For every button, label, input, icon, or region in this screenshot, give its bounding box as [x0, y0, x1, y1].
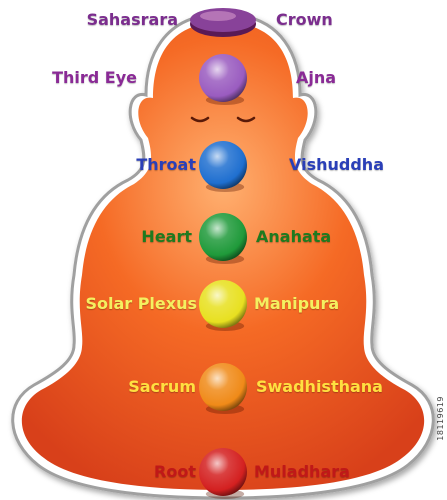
anahata-sanskrit-label: Heart [141, 227, 192, 246]
ajna-name-label: Ajna [296, 68, 337, 87]
swadhisthana-name-label: Swadhisthana [256, 377, 383, 396]
manipura-sanskrit-label: Solar Plexus [85, 294, 197, 313]
watermark-id: 18119619 [436, 396, 445, 441]
muladhara-chakra-sphere [199, 448, 247, 496]
muladhara-sanskrit-label: Root [154, 462, 196, 481]
anahata-name-label: Anahata [256, 227, 332, 246]
crown-chakra-disk [190, 8, 256, 37]
manipura-name-label: Manipura [254, 294, 340, 313]
crown-sanskrit-label: Sahasrara [86, 10, 178, 29]
swadhisthana-chakra-sphere [199, 363, 247, 411]
chakra-spheres [199, 54, 247, 499]
ajna-sanskrit-label: Third Eye [52, 68, 137, 87]
vishuddha-chakra-sphere [199, 141, 247, 189]
right-eye [236, 116, 256, 123]
ajna-chakra-sphere [199, 54, 247, 102]
left-eye [190, 116, 210, 123]
muladhara-name-label: Muladhara [254, 462, 350, 481]
anahata-chakra-sphere [199, 213, 247, 261]
manipura-chakra-sphere [199, 280, 247, 328]
crown-name-label: Crown [276, 10, 333, 29]
vishuddha-name-label: Vishuddha [289, 155, 384, 174]
swadhisthana-sanskrit-label: Sacrum [128, 377, 196, 396]
vishuddha-sanskrit-label: Throat [136, 155, 196, 174]
